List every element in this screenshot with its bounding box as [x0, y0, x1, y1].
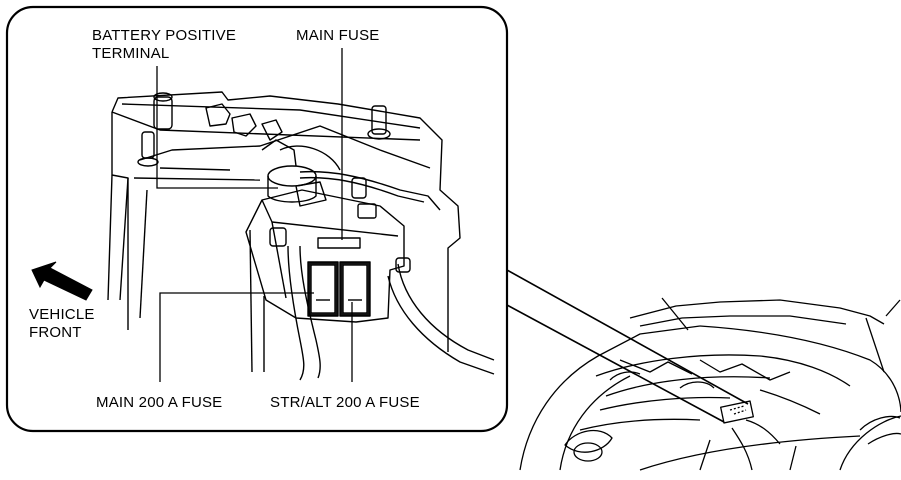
vehicle-front-arrow: [31, 261, 93, 301]
detail-frame: [5, 5, 509, 433]
zoom-callout-lines: [506, 269, 749, 423]
battery-illustration: [107, 91, 495, 381]
label-main-fuse: MAIN FUSE: [296, 27, 380, 44]
label-vehicle-front: VEHICLE FRONT: [29, 306, 95, 341]
car-illustration: [519, 297, 901, 471]
label-main-200a-fuse: MAIN 200 A FUSE: [96, 394, 223, 411]
label-battery-positive-terminal: BATTERY POSITIVE TERMINAL: [92, 27, 237, 62]
leader-lines: [156, 48, 353, 382]
label-str-alt-200a-fuse: STR/ALT 200 A FUSE: [270, 394, 420, 411]
